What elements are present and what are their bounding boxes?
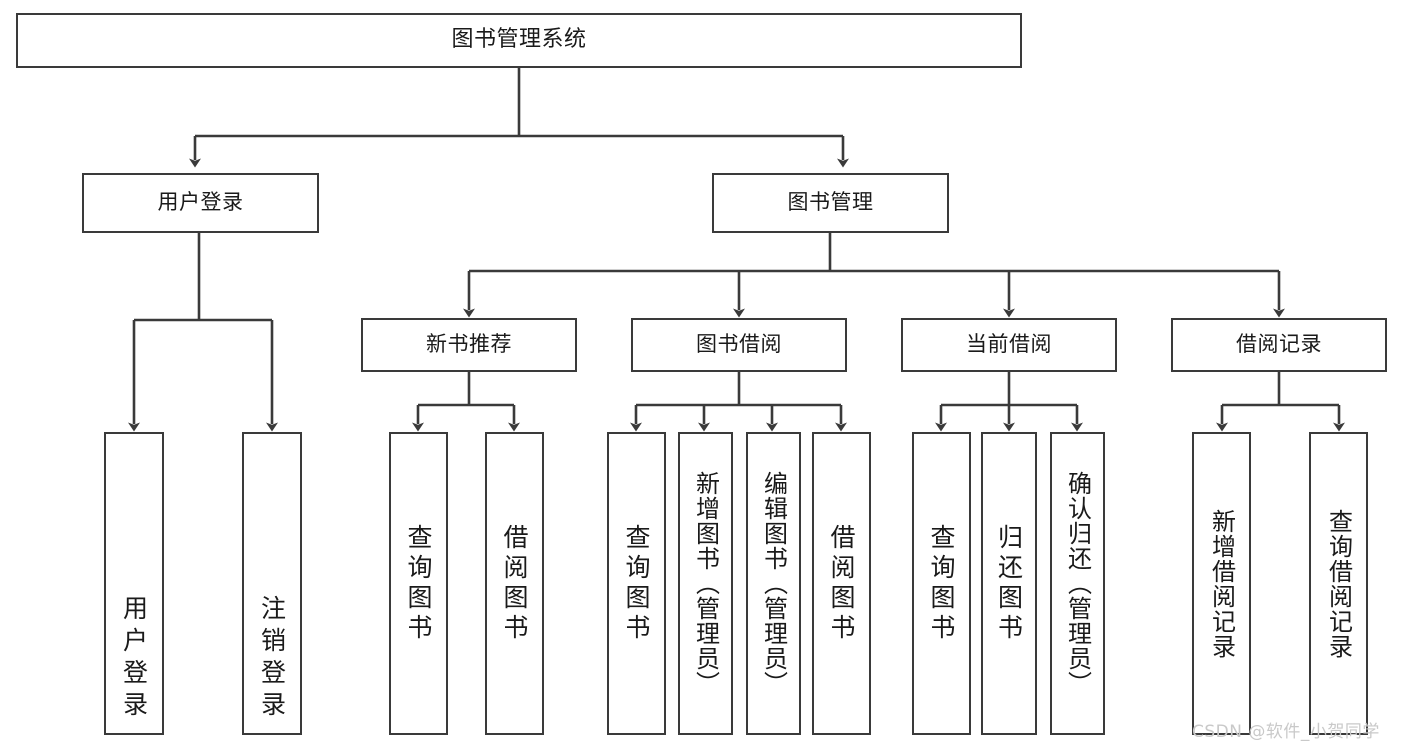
node-book-borrow[interactable]: 图书借阅 [631,318,847,372]
node-book-borrow-label: 图书借阅 [696,332,782,357]
node-leaf-add-book[interactable]: 新增图书（管理员） [678,432,733,735]
node-leaf-confirm-return[interactable]: 确认归还（管理员） [1050,432,1105,735]
node-leaf-borrow-book-2[interactable]: 借阅图书 [812,432,871,735]
node-leaf-user-login[interactable]: 用户登录 [104,432,164,735]
node-book-manage[interactable]: 图书管理 [712,173,949,233]
node-user-login-label: 用户登录 [157,190,244,215]
node-leaf-query-book-1[interactable]: 查询图书 [389,432,448,735]
watermark: CSDN @软件_小贺同学 [1192,722,1380,742]
node-leaf-query-record[interactable]: 查询借阅记录 [1309,432,1368,735]
node-leaf-query-record-label: 查询借阅记录 [1324,508,1353,659]
node-leaf-query-book-2-label: 查询图书 [622,523,651,644]
node-leaf-query-book-3-label: 查询图书 [927,523,956,644]
node-current-borrow-label: 当前借阅 [966,332,1052,357]
node-leaf-query-book-1-label: 查询图书 [404,523,433,644]
node-borrow-record-label: 借阅记录 [1236,332,1322,357]
node-leaf-borrow-book-2-label: 借阅图书 [827,523,856,644]
node-leaf-add-record-label: 新增借阅记录 [1207,508,1236,659]
node-current-borrow[interactable]: 当前借阅 [901,318,1117,372]
node-new-book-recommend[interactable]: 新书推荐 [361,318,577,372]
node-leaf-return-book[interactable]: 归还图书 [981,432,1037,735]
node-leaf-add-book-label: 新增图书（管理员） [691,471,720,696]
node-root-label: 图书管理系统 [451,27,587,53]
node-leaf-borrow-book-1[interactable]: 借阅图书 [485,432,544,735]
node-leaf-edit-book-label: 编辑图书（管理员） [759,471,788,696]
node-leaf-confirm-return-label: 确认归还（管理员） [1063,471,1092,696]
node-book-manage-label: 图书管理 [787,190,874,215]
node-leaf-edit-book[interactable]: 编辑图书（管理员） [746,432,801,735]
node-leaf-add-record[interactable]: 新增借阅记录 [1192,432,1251,735]
node-leaf-logout-login-label: 注销登录 [257,595,287,723]
node-leaf-user-login-label: 用户登录 [119,595,149,723]
node-new-book-recommend-label: 新书推荐 [426,332,512,357]
node-leaf-return-book-label: 归还图书 [994,523,1024,644]
node-leaf-logout-login[interactable]: 注销登录 [242,432,302,735]
node-borrow-record[interactable]: 借阅记录 [1171,318,1387,372]
node-leaf-query-book-2[interactable]: 查询图书 [607,432,666,735]
node-leaf-query-book-3[interactable]: 查询图书 [912,432,971,735]
node-root[interactable]: 图书管理系统 [16,13,1022,68]
node-user-login[interactable]: 用户登录 [82,173,319,233]
node-leaf-borrow-book-1-label: 借阅图书 [500,523,529,644]
